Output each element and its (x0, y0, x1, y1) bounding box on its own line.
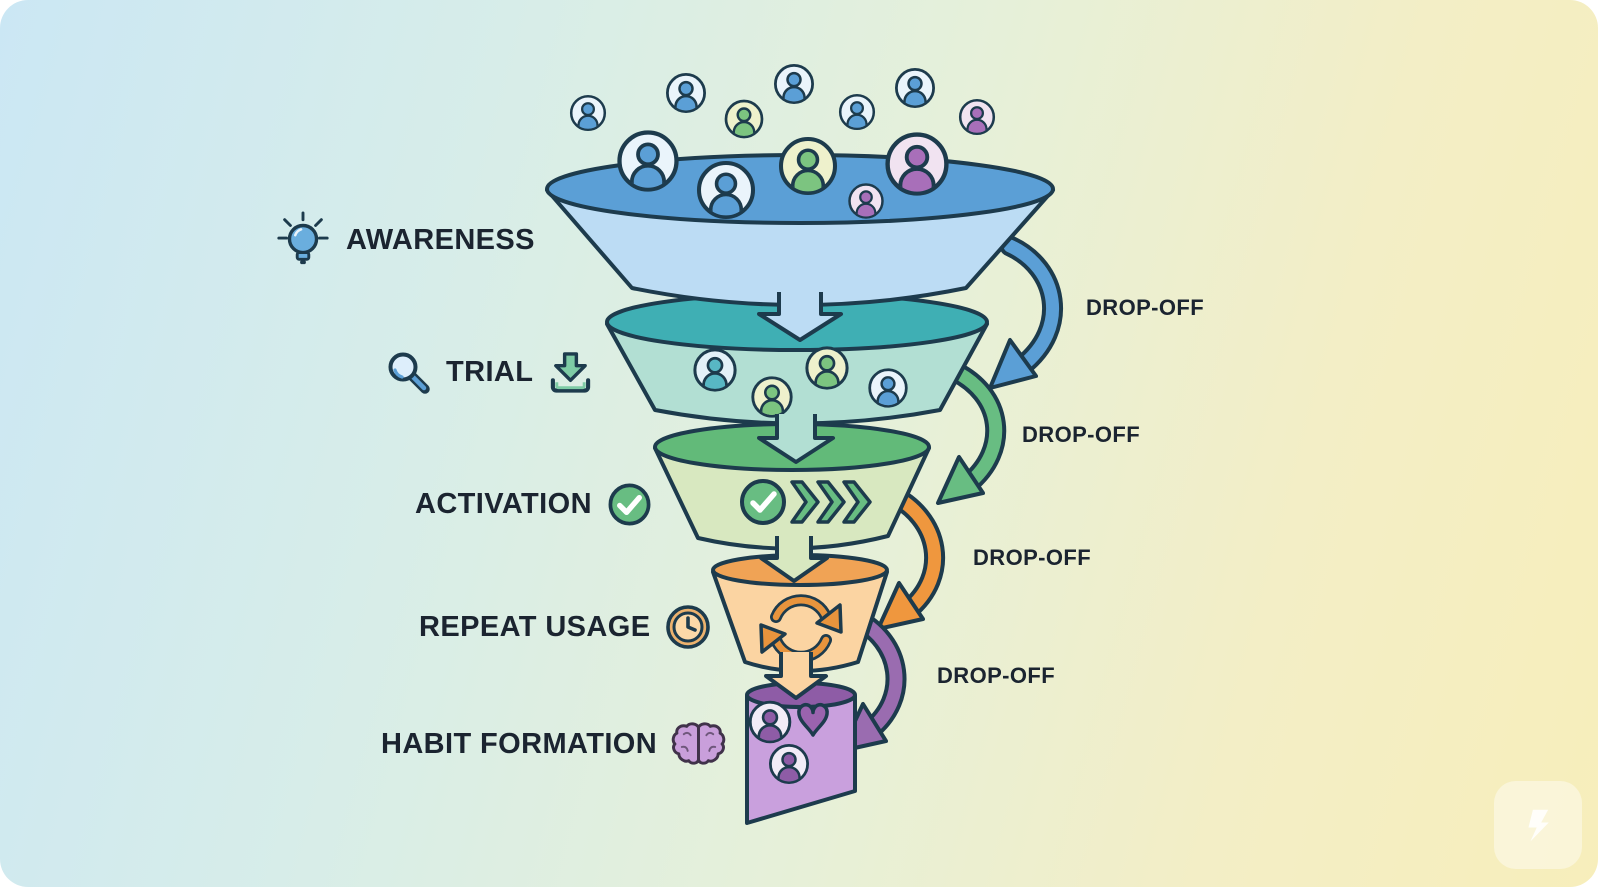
user-avatar-icon (896, 69, 933, 112)
flow-arrow-4-5 (764, 652, 828, 700)
brand-watermark (1494, 781, 1582, 869)
user-avatar-icon (960, 100, 994, 139)
funnel-tier-awareness (545, 133, 1055, 307)
brain-icon (671, 720, 726, 768)
heart-icon (797, 703, 829, 737)
stage-label-activation: ACTIVATION (415, 487, 592, 520)
stage-label-trial: TRIAL (446, 355, 534, 388)
drop-off-label-1: DROP-OFF (1086, 295, 1205, 320)
drop-off-arrow-trial (936, 359, 1007, 505)
user-avatar-icon (775, 65, 812, 108)
brand-logo-icon (1528, 809, 1549, 842)
flow-arrow-1-2 (757, 292, 843, 342)
check-circle-icon (606, 481, 653, 528)
funnel-tier-repeat-usage (711, 553, 889, 673)
magnifier-icon (384, 348, 432, 396)
drop-off-label-3: DROP-OFF (973, 545, 1092, 570)
drop-off-label-2: DROP-OFF (1022, 422, 1141, 447)
user-avatar-icon (667, 74, 704, 117)
funnel-tier-trial (605, 292, 989, 426)
flow-arrow-3-4 (759, 536, 829, 583)
funnel-tier-habit-formation (745, 681, 857, 825)
drop-off-arrow-activation (876, 483, 946, 631)
stage-row-awareness: AWARENESS (274, 210, 535, 270)
stage-row-repeat-usage: REPEAT USAGE (419, 597, 712, 657)
stage-label-repeat-usage: REPEAT USAGE (419, 610, 651, 643)
stage-label-awareness: AWARENESS (346, 223, 535, 256)
user-avatar-icon (726, 101, 762, 142)
flow-arrow-2-3 (757, 414, 835, 464)
floating-users (571, 65, 994, 142)
stage-row-habit-formation: HABIT FORMATION (381, 714, 726, 774)
drop-off-arrow-awareness (988, 235, 1064, 390)
clock-icon (664, 603, 712, 651)
stage-label-habit-formation: HABIT FORMATION (381, 727, 658, 760)
user-avatar-icon (571, 96, 605, 135)
lightbulb-icon (274, 209, 332, 271)
user-avatar-icon (840, 95, 874, 134)
drop-off-label-4: DROP-OFF (937, 663, 1056, 688)
download-icon (547, 350, 594, 395)
triple-chevron-icon (790, 480, 872, 524)
stage-row-activation: ACTIVATION (415, 474, 653, 534)
check-circle-icon (740, 479, 786, 525)
stage-row-trial: TRIAL (384, 342, 594, 402)
